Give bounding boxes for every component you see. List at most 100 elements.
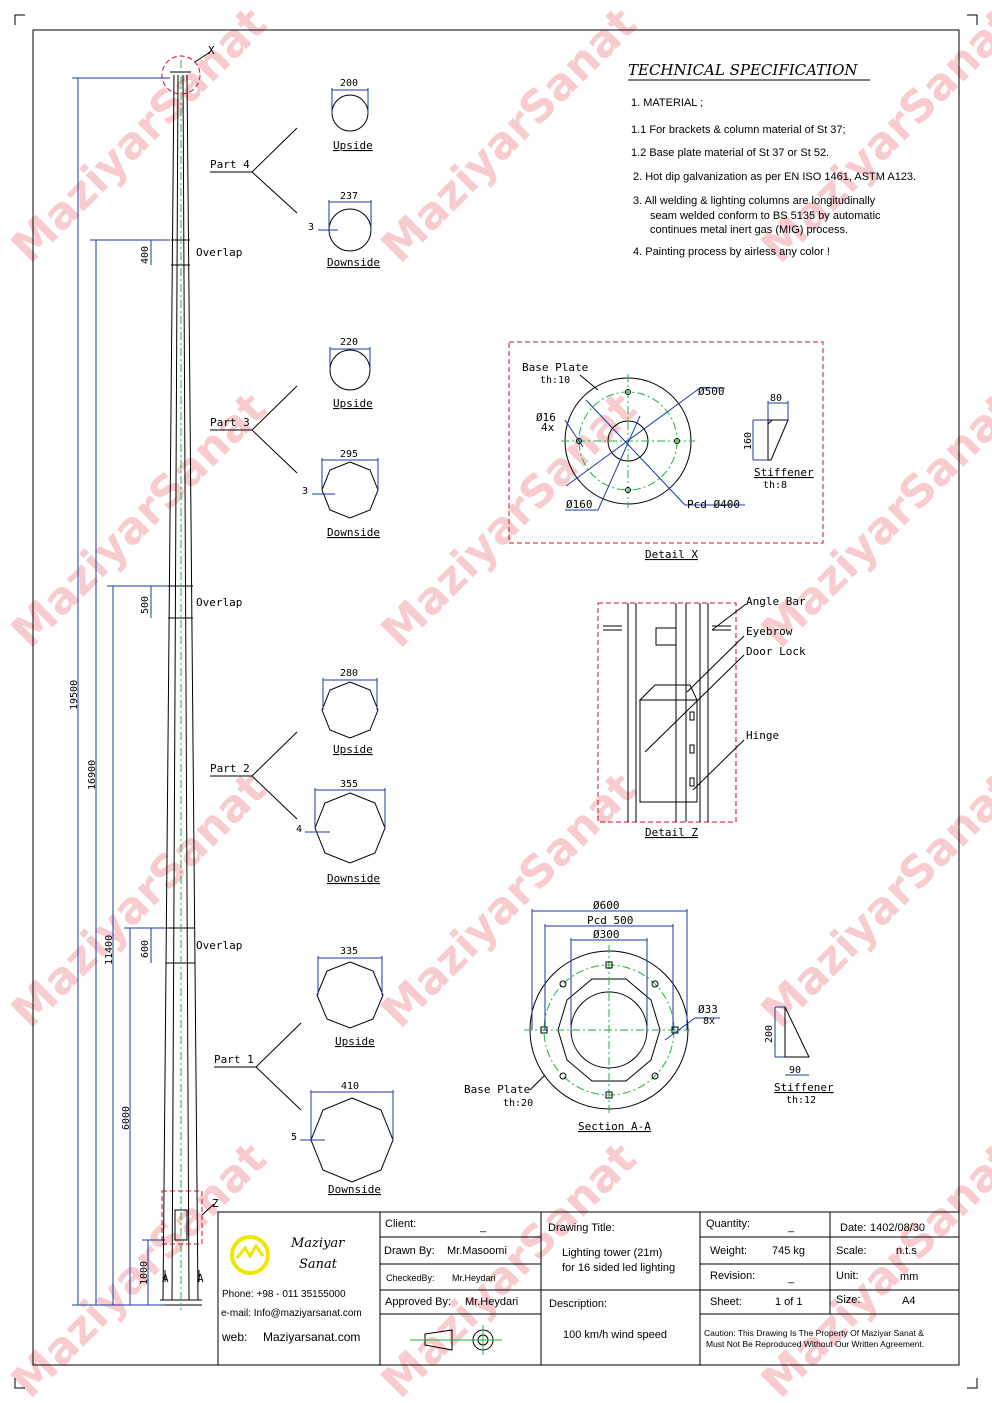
pole-dims-d2-text: 16900 xyxy=(87,760,98,790)
title_block-size-text: A4 xyxy=(902,1295,915,1307)
detail_x-stiff_th-text: th:8 xyxy=(763,480,787,491)
title_block-drawn-text: Mr.Masoomi xyxy=(447,1245,507,1257)
watermark-text: MaziyarSanat xyxy=(752,1133,992,1403)
parts-3-name-text: Part 1 xyxy=(214,1053,254,1066)
title_block-quantity_label-text: Quantity: xyxy=(706,1218,750,1230)
title_block-revision_label-text: Revision: xyxy=(710,1270,755,1282)
section_aa-stiff_th-text: th:12 xyxy=(786,1095,816,1106)
pole-top_marker-text: X xyxy=(208,44,215,57)
title_block-email-text: e-mail: Info@maziyarsanat.com xyxy=(221,1308,362,1319)
detail_x-stiffener-text: Stiffener xyxy=(754,466,814,479)
detail_z-eyebrow-text: Eyebrow xyxy=(746,625,793,638)
pole-overlaps-1-label-text: Overlap xyxy=(196,596,242,609)
title_block-checked_label-text: CheckedBy: xyxy=(386,1273,435,1283)
watermark-text: MaziyarSanat xyxy=(372,0,647,273)
title_block-drawn_label-text: Drawn By: xyxy=(384,1245,435,1257)
title_block-revision-text: _ xyxy=(787,1272,795,1284)
title_block-weight-text: 745 kg xyxy=(772,1245,805,1257)
title_block-description_label-text: Description: xyxy=(549,1298,607,1310)
section_aa-bp_th-text: th:20 xyxy=(503,1098,533,1109)
title_block-web_label-text: web: xyxy=(221,1330,247,1344)
parts-1-down_label-text: Downside xyxy=(327,526,380,539)
parts-0-up_label-text: Upside xyxy=(333,139,373,152)
section_aa-base_plate-text: Base Plate xyxy=(464,1083,530,1096)
parts-3-up_label-text: Upside xyxy=(335,1035,375,1048)
detail_x-d16-text: Ø16 xyxy=(536,411,556,424)
pole-overlaps-2-label-text: Overlap xyxy=(196,939,242,952)
spec-lines-7-text: 4. Painting process by airless any color… xyxy=(633,246,830,258)
title_block-company_line2-text: Sanat xyxy=(299,1257,338,1272)
watermark-text: MaziyarSanat xyxy=(2,0,277,273)
title_block-phone-text: Phone: +98 - 011 35155000 xyxy=(222,1289,346,1300)
parts-0-thk-text: 3 xyxy=(308,222,314,233)
parts-2-up_label-text: Upside xyxy=(333,743,373,756)
parts-0-down_label-text: Downside xyxy=(327,256,380,269)
title_block-client_label-text: Client: xyxy=(385,1218,416,1230)
detail_z-hinge-text: Hinge xyxy=(746,729,779,742)
pole-section_marker-text: A xyxy=(197,1272,204,1285)
title_block-caution_1-text: Caution: This Drawing Is The Property Of… xyxy=(704,1328,924,1338)
pole-dims-d3-text: 11400 xyxy=(104,935,115,965)
title_block-weight_label-text: Weight: xyxy=(710,1245,747,1257)
section_aa-d33-text: Ø33 xyxy=(698,1003,718,1016)
pole-dims-total-text: 19500 xyxy=(69,680,80,710)
title_block-description-text: 100 km/h wind speed xyxy=(563,1329,667,1341)
spec-lines-4-text: 3. All welding & lighting columns are lo… xyxy=(633,195,876,207)
watermark-text: MaziyarSanat xyxy=(2,763,277,1038)
title_block-drawing_title_2-text: for 16 sided led lighting xyxy=(562,1262,675,1274)
title_block-sheet-text: 1 of 1 xyxy=(775,1296,803,1308)
section_aa-pcd-text: Pcd 500 xyxy=(587,914,633,927)
title_block-size_label-text: Size: xyxy=(836,1294,860,1306)
watermark-text: MaziyarSanat xyxy=(752,763,992,1038)
title_block-date-text: 1402/08/30 xyxy=(870,1222,925,1234)
pole-overlaps-1-value-text: 500 xyxy=(140,596,151,614)
spec-title-text: TECHNICAL SPECIFICATION xyxy=(628,61,858,79)
title_block-approved-text: Mr.Heydari xyxy=(465,1296,518,1308)
spec-lines-5-text: seam welded conform to BS 5135 by automa… xyxy=(650,210,881,222)
pole-elevation: X Z A A xyxy=(160,44,219,1310)
title_block-unit_label-text: Unit: xyxy=(836,1270,859,1282)
pole-section_marker-text: A xyxy=(162,1272,169,1285)
part-2: Part 2 280 Upside 355 4 Downside xyxy=(210,668,386,885)
section_aa-title-text: Section A-A xyxy=(578,1120,651,1133)
detail_z-door_lock-text: Door Lock xyxy=(746,645,806,658)
pole-dims-d5-text: 1000 xyxy=(139,1261,150,1285)
title_block-checked-text: Mr.Heydari xyxy=(452,1273,496,1283)
detail_x-qty-text: 4x xyxy=(541,421,555,434)
detail-z: Angle Bar Eyebrow Door Lock Hinge Detail… xyxy=(597,595,806,839)
parts-3-up-text: 335 xyxy=(340,946,358,957)
detail_x-bp_th-text: th:10 xyxy=(540,375,570,386)
parts-2-down_label-text: Downside xyxy=(327,872,380,885)
spec-lines-1-text: 1.1 For brackets & column material of St… xyxy=(631,124,846,136)
detail_x-base_plate-text: Base Plate xyxy=(522,361,588,374)
parts-1-name-text: Part 3 xyxy=(210,416,250,429)
detail_x-stiff_w-text: 80 xyxy=(770,393,782,404)
overlap-annotations: 400 500 600 Overlap Overlap Overlap xyxy=(140,240,242,963)
pole-overlaps-0-value-text: 400 xyxy=(140,246,151,264)
detail_x-d160-text: Ø160 xyxy=(566,498,593,511)
parts-2-name-text: Part 2 xyxy=(210,762,250,775)
height-dimensions: 19500 16900 11400 6000 1000 xyxy=(69,77,170,1306)
parts-0-down-text: 237 xyxy=(340,191,358,202)
title_block-unit-text: mm xyxy=(900,1271,918,1283)
pole-dims-d4-text: 6000 xyxy=(121,1106,132,1130)
pole-overlaps-2-value-text: 600 xyxy=(140,940,151,958)
parts-3-down-text: 410 xyxy=(341,1081,359,1092)
detail_x-title-text: Detail X xyxy=(645,548,698,561)
parts-1-down-text: 295 xyxy=(340,449,358,460)
technical-specification: TECHNICAL SPECIFICATION 1. MATERIAL ; 1.… xyxy=(628,61,916,258)
section_aa-qty-text: 8x xyxy=(703,1016,715,1027)
title_block-caution_2-text: Must Not Be Reproduced Without Our Writt… xyxy=(706,1339,924,1349)
company-logo: Maziyar Sanat xyxy=(230,1235,345,1275)
parts-2-thk-text: 4 xyxy=(296,824,302,835)
spec-lines-3-text: 2. Hot dip galvanization as per EN ISO 1… xyxy=(633,171,916,183)
corner-marks xyxy=(14,14,978,1389)
parts-3-thk-text: 5 xyxy=(291,1132,297,1143)
parts-1-up-text: 220 xyxy=(340,337,358,348)
parts-2-down-text: 355 xyxy=(340,779,358,790)
part-1: Part 1 335 Upside 410 5 Downside xyxy=(214,946,394,1196)
section_aa-d600-text: Ø600 xyxy=(593,899,620,912)
title_block-drawing_title_1-text: Lighting tower (21m) xyxy=(562,1247,662,1259)
detail_x-pcd-text: Pcd Ø400 xyxy=(687,498,740,511)
